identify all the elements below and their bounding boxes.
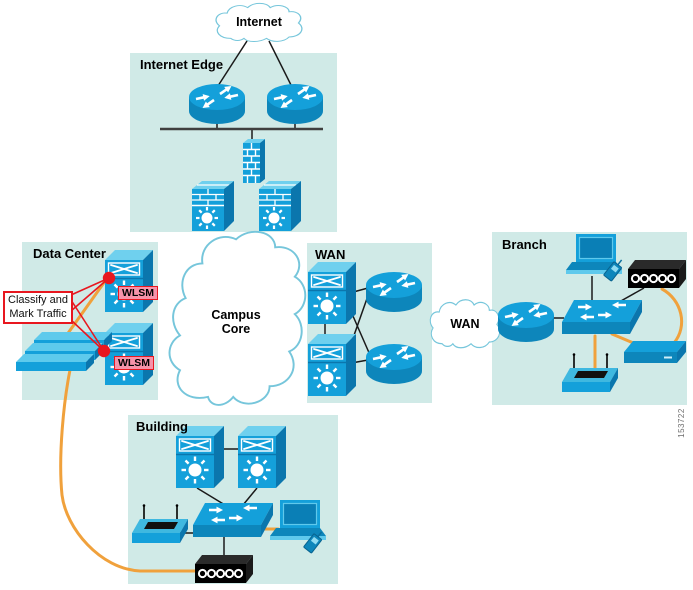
building-switch-2 [238, 426, 286, 488]
wired-links [180, 40, 645, 562]
wan-switch-1 [308, 262, 356, 324]
server-stack [16, 332, 112, 371]
edge-router-2 [267, 83, 323, 124]
wan-switch-2 [308, 334, 356, 396]
building-access-point [131, 503, 189, 544]
label-wan: WAN [315, 247, 346, 262]
edge-router-1 [189, 83, 245, 124]
building-laptop [270, 500, 326, 541]
branch-wireless-bridge [628, 260, 686, 289]
building-wireless-bridge [195, 555, 253, 584]
figure-number: 153722 [677, 408, 686, 438]
label-branch: Branch [502, 237, 547, 252]
wlsm-badge-bottom: WLSM [114, 356, 154, 370]
building-access-switch [193, 503, 273, 537]
firewall-switch-2 [259, 179, 301, 231]
building-switch-1 [176, 426, 224, 488]
label-building: Building [136, 419, 188, 434]
wlsm-badge-top: WLSM [118, 286, 158, 300]
campus-core-cloud-label: Campus Core [211, 308, 261, 337]
wan-router-1 [366, 271, 422, 312]
internet-cloud-label: Internet [236, 15, 282, 29]
branch-router [498, 301, 554, 342]
wan-cloud-label: WAN [450, 317, 480, 331]
branch-access-point [561, 352, 619, 393]
firewall-icon [242, 139, 265, 184]
datacenter-switch-wlsm-2 [105, 323, 153, 385]
firewall-switch-1 [192, 179, 234, 231]
wan-router-2 [366, 343, 422, 384]
branch-switch [562, 300, 642, 334]
classify-mark-traffic-callout: Classify and Mark Traffic [3, 291, 73, 324]
branch-workgroup-bridge [624, 341, 686, 364]
classify-marker-dot-1 [102, 271, 116, 285]
classify-marker-dot-2 [97, 344, 111, 358]
callout-pointer-lines [70, 277, 110, 352]
label-internet-edge: Internet Edge [140, 57, 224, 72]
label-data-center: Data Center [33, 246, 106, 261]
